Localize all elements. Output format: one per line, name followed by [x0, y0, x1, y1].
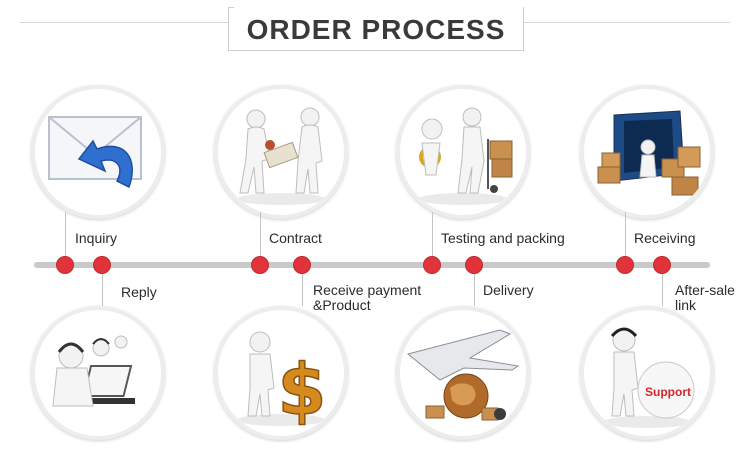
inquiry-connector — [65, 212, 66, 262]
title-banner: ORDER PROCESS — [0, 0, 750, 60]
delivery-plane-illustration — [396, 306, 530, 440]
payment-dollar-illustration: $ — [214, 306, 348, 440]
timeline-dot-receiving — [616, 256, 634, 274]
contract-handshake-illustration — [214, 85, 348, 219]
after-sale-connector — [662, 272, 663, 306]
step-payment-label: Receive payment &Product — [313, 283, 443, 313]
timeline-dot-inquiry — [56, 256, 74, 274]
step-after-sale-label-line2: link — [675, 297, 697, 313]
reply-callcenter-illustration — [31, 306, 165, 440]
step-after-sale-label-line1: After-sale — [675, 282, 735, 298]
receiving-connector — [625, 212, 626, 262]
receiving-container-illustration — [580, 85, 714, 219]
title-divider-right — [524, 22, 730, 23]
testing-packing-illustration — [396, 85, 530, 219]
step-contract-label: Contract — [269, 230, 322, 246]
process-timeline — [34, 262, 710, 268]
timeline-dot-payment — [293, 256, 311, 274]
step-payment-label-line1: Receive payment — [313, 282, 422, 298]
timeline-dot-testing — [423, 256, 441, 274]
step-inquiry-label: Inquiry — [75, 230, 118, 246]
step-after-sale-label: After-sale link — [675, 283, 745, 313]
after-sale-support-illustration: Support — [580, 306, 714, 440]
step-payment-label-line2: &Product — [313, 297, 371, 313]
step-reply-label: Reply — [121, 284, 157, 300]
reply-connector — [102, 272, 103, 306]
testing-connector — [432, 212, 433, 262]
step-delivery-label: Delivery — [483, 282, 534, 298]
payment-connector — [302, 272, 303, 306]
svg-text:$: $ — [278, 349, 327, 431]
timeline-dot-contract — [251, 256, 269, 274]
timeline-dot-delivery — [465, 256, 483, 274]
title-divider-left — [20, 22, 228, 23]
timeline-dot-after-sale — [653, 256, 671, 274]
step-receiving-label: Receiving — [634, 230, 696, 246]
inquiry-envelope-illustration — [31, 85, 165, 219]
step-testing-label: Testing and packing — [441, 230, 565, 246]
contract-connector — [260, 212, 261, 262]
delivery-connector — [474, 272, 475, 306]
title-frame — [228, 7, 524, 51]
support-badge-text: Support — [645, 385, 691, 399]
page-title: ORDER PROCESS — [246, 14, 506, 45]
timeline-dot-reply — [93, 256, 111, 274]
